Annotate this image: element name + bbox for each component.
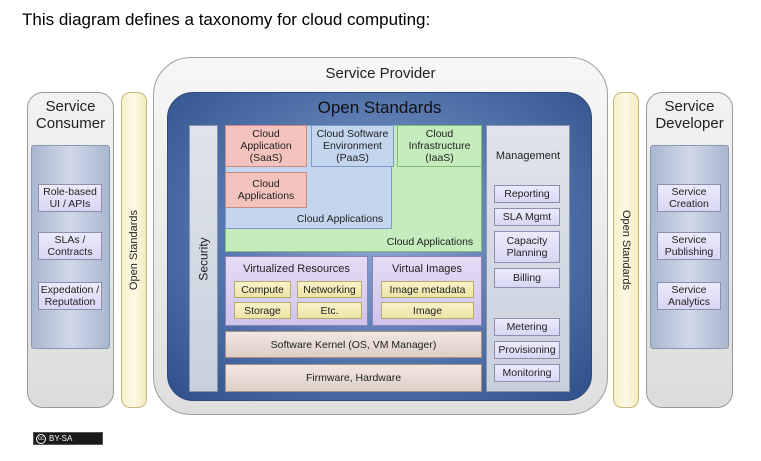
service-consumer-title: Service Consumer [27,98,114,132]
cc-icon: cc [36,433,46,444]
virtual-images-title: Virtual Images [391,263,463,275]
cc-by-sa-badge[interactable]: cc BY-SA [33,432,103,445]
open-standards-right-pill [613,92,639,408]
open-standards-left-pill [121,92,147,408]
developer-item-service-creation: Service Creation [657,184,721,212]
vr-compute: Compute [234,281,291,298]
virtualized-resources-title: Virtualized Resources [243,263,350,275]
saas-box: Cloud Application (SaaS) [225,125,307,167]
software-kernel-layer: Software Kernel (OS, VM Manager) [225,331,482,358]
cloud-apps-blue-label: Cloud Applications [296,213,384,225]
mgmt-monitoring: Monitoring [494,364,560,382]
iaas-box: Cloud Infrastructure (IaaS) [397,125,482,167]
service-developer-title-line2: Developer [655,115,724,132]
mgmt-sla-mgmt: SLA Mgmt [494,208,560,226]
cloud-apps-pink-label: Cloud Applications [237,178,295,202]
service-developer-title: Service Developer [646,98,733,132]
consumer-item-expedation-reputation: Expedation / Reputation [38,282,102,310]
security-label: Security [196,236,211,281]
iaas-label: Cloud Infrastructure (IaaS) [408,128,471,164]
cloud-apps-pink-block [225,172,307,208]
management-title: Management [495,150,561,162]
developer-item-service-publishing: Service Publishing [657,232,721,260]
firmware-hardware-layer: Firmware, Hardware [225,364,482,392]
vi-image-metadata: Image metadata [381,281,474,298]
mgmt-metering: Metering [494,318,560,336]
mgmt-provisioning: Provisioning [494,341,560,359]
open-standards-title: Open Standards [317,98,442,117]
security-panel [189,125,218,392]
license-label: BY-SA [49,434,73,443]
saas-label: Cloud Application (SaaS) [240,128,292,164]
mgmt-capacity-planning: Capacity Planning [494,231,560,263]
service-developer-title-line1: Service [664,98,715,115]
paas-label: Cloud Software Environment (PaaS) [316,128,389,164]
vr-networking: Networking [297,281,362,298]
cloud-apps-green-label: Cloud Applications [386,236,474,248]
mgmt-reporting: Reporting [494,185,560,203]
paas-box: Cloud Software Environment (PaaS) [311,125,394,167]
consumer-item-slas-contracts: SLAs / Contracts [38,232,102,260]
service-consumer-title-line2: Consumer [35,115,106,132]
open-standards-right-label: Open Standards [620,209,632,291]
service-provider-title: Service Provider [325,65,436,82]
vr-etc: Etc. [297,302,362,319]
vr-storage: Storage [234,302,291,319]
service-consumer-title-line1: Service [45,98,96,115]
diagram-caption: This diagram defines a taxonomy for clou… [22,10,431,29]
consumer-item-role-based-ui: Role-based UI / APIs [38,184,102,212]
open-standards-left-label: Open Standards [128,209,140,291]
developer-item-service-analytics: Service Analytics [657,282,721,310]
vi-image: Image [381,302,474,319]
mgmt-billing: Billing [494,268,560,288]
